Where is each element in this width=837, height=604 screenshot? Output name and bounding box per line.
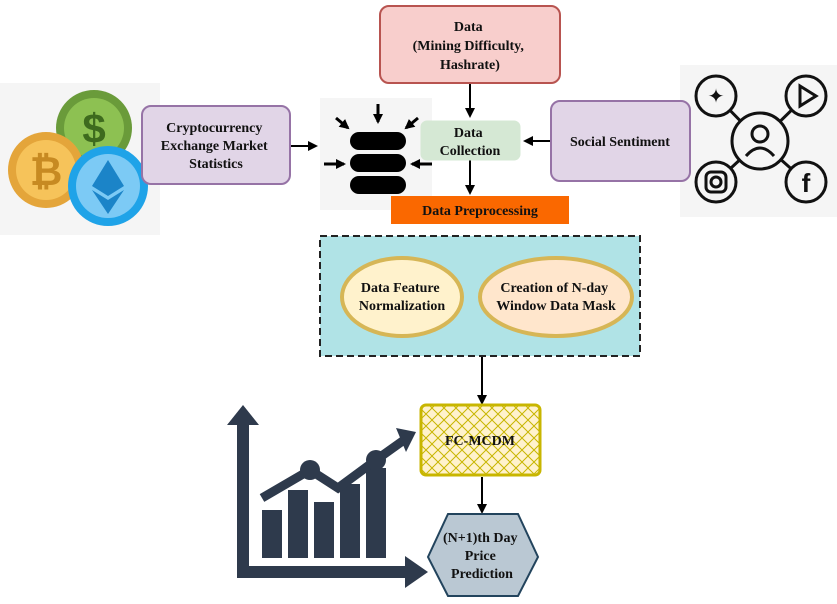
svg-text:Data Collection: Data Collection: [440, 126, 501, 159]
node-data-source: Data (Mining Difficulty, Hashrate): [379, 5, 561, 84]
node-prediction-line-1: (N+1)th Day: [443, 531, 517, 546]
svg-text:Creation of N-day Window: Creation of N-day Window Data Mask: [496, 281, 616, 314]
node-price-prediction: (N+1)th Day Price Prediction: [426, 513, 540, 597]
svg-text:Social Sentiment: Social Sentiment: [570, 135, 670, 150]
social-media-icon: ✦ f: [680, 65, 837, 217]
node-preproc-line-1: Data Preprocessing: [422, 204, 538, 219]
node-exchange-line-1: Cryptocurrency: [166, 121, 262, 136]
node-model-line-1: FC-MCDM: [445, 434, 515, 449]
node-exchange-line-2: Exchange Market: [161, 139, 268, 154]
node-collection-line-1: Data: [454, 126, 483, 141]
connectors: [290, 84, 551, 514]
growth-chart-icon: [227, 405, 428, 588]
node-data-source-line-2: (Mining Difficulty,: [413, 39, 524, 54]
node-collection-line-2: Collection: [440, 144, 501, 159]
svg-text:$: $: [82, 105, 105, 152]
node-exchange-statistics: Cryptocurrency Exchange Market Statistic…: [141, 105, 291, 185]
node-window-line-1: Creation of N-day: [500, 281, 608, 296]
node-social-sentiment: Social Sentiment: [550, 100, 691, 182]
svg-text:✦: ✦: [708, 84, 725, 108]
node-data-source-line-3: Hashrate): [440, 58, 500, 73]
node-data-preprocessing: Data Preprocessing: [391, 196, 569, 224]
svg-text:Data Preprocessing: Data Preprocessing: [422, 204, 538, 219]
svg-text:Cryptocurrency Exchange: Cryptocurrency Exchange Market Statistic…: [161, 121, 271, 172]
svg-text:f: f: [802, 168, 811, 198]
node-exchange-line-3: Statistics: [189, 157, 243, 172]
database-icon: [320, 98, 432, 210]
crypto-coins-icon: $ ₿: [0, 83, 160, 235]
svg-text:Data Feature Normalizati: Data Feature Normalization: [359, 281, 446, 314]
svg-text:₿: ₿: [30, 150, 63, 194]
svg-text:FC-MCDM: FC-MCDM: [445, 434, 515, 449]
svg-text:(N+1)th Day Price: (N+1)th Day Price Prediction: [443, 531, 521, 582]
node-prediction-line-3: Prediction: [451, 567, 513, 582]
node-feature-normalization: Data Feature Normalization: [340, 256, 464, 338]
node-window-line-2: Window Data Mask: [496, 299, 616, 314]
svg-text:Data (Mining Difficulty,: Data (Mining Difficulty, Hashrate): [413, 20, 528, 73]
node-data-collection: Data Collection: [420, 120, 521, 161]
node-normalization-line-2: Normalization: [359, 299, 446, 314]
node-data-source-line-1: Data: [454, 20, 483, 35]
node-normalization-line-1: Data Feature: [361, 281, 440, 296]
node-prediction-line-2: Price: [465, 549, 496, 564]
node-window-mask: Creation of N-day Window Data Mask: [478, 256, 634, 338]
node-fc-mcdm: FC-MCDM: [419, 403, 542, 477]
node-social-line-1: Social Sentiment: [570, 135, 670, 150]
